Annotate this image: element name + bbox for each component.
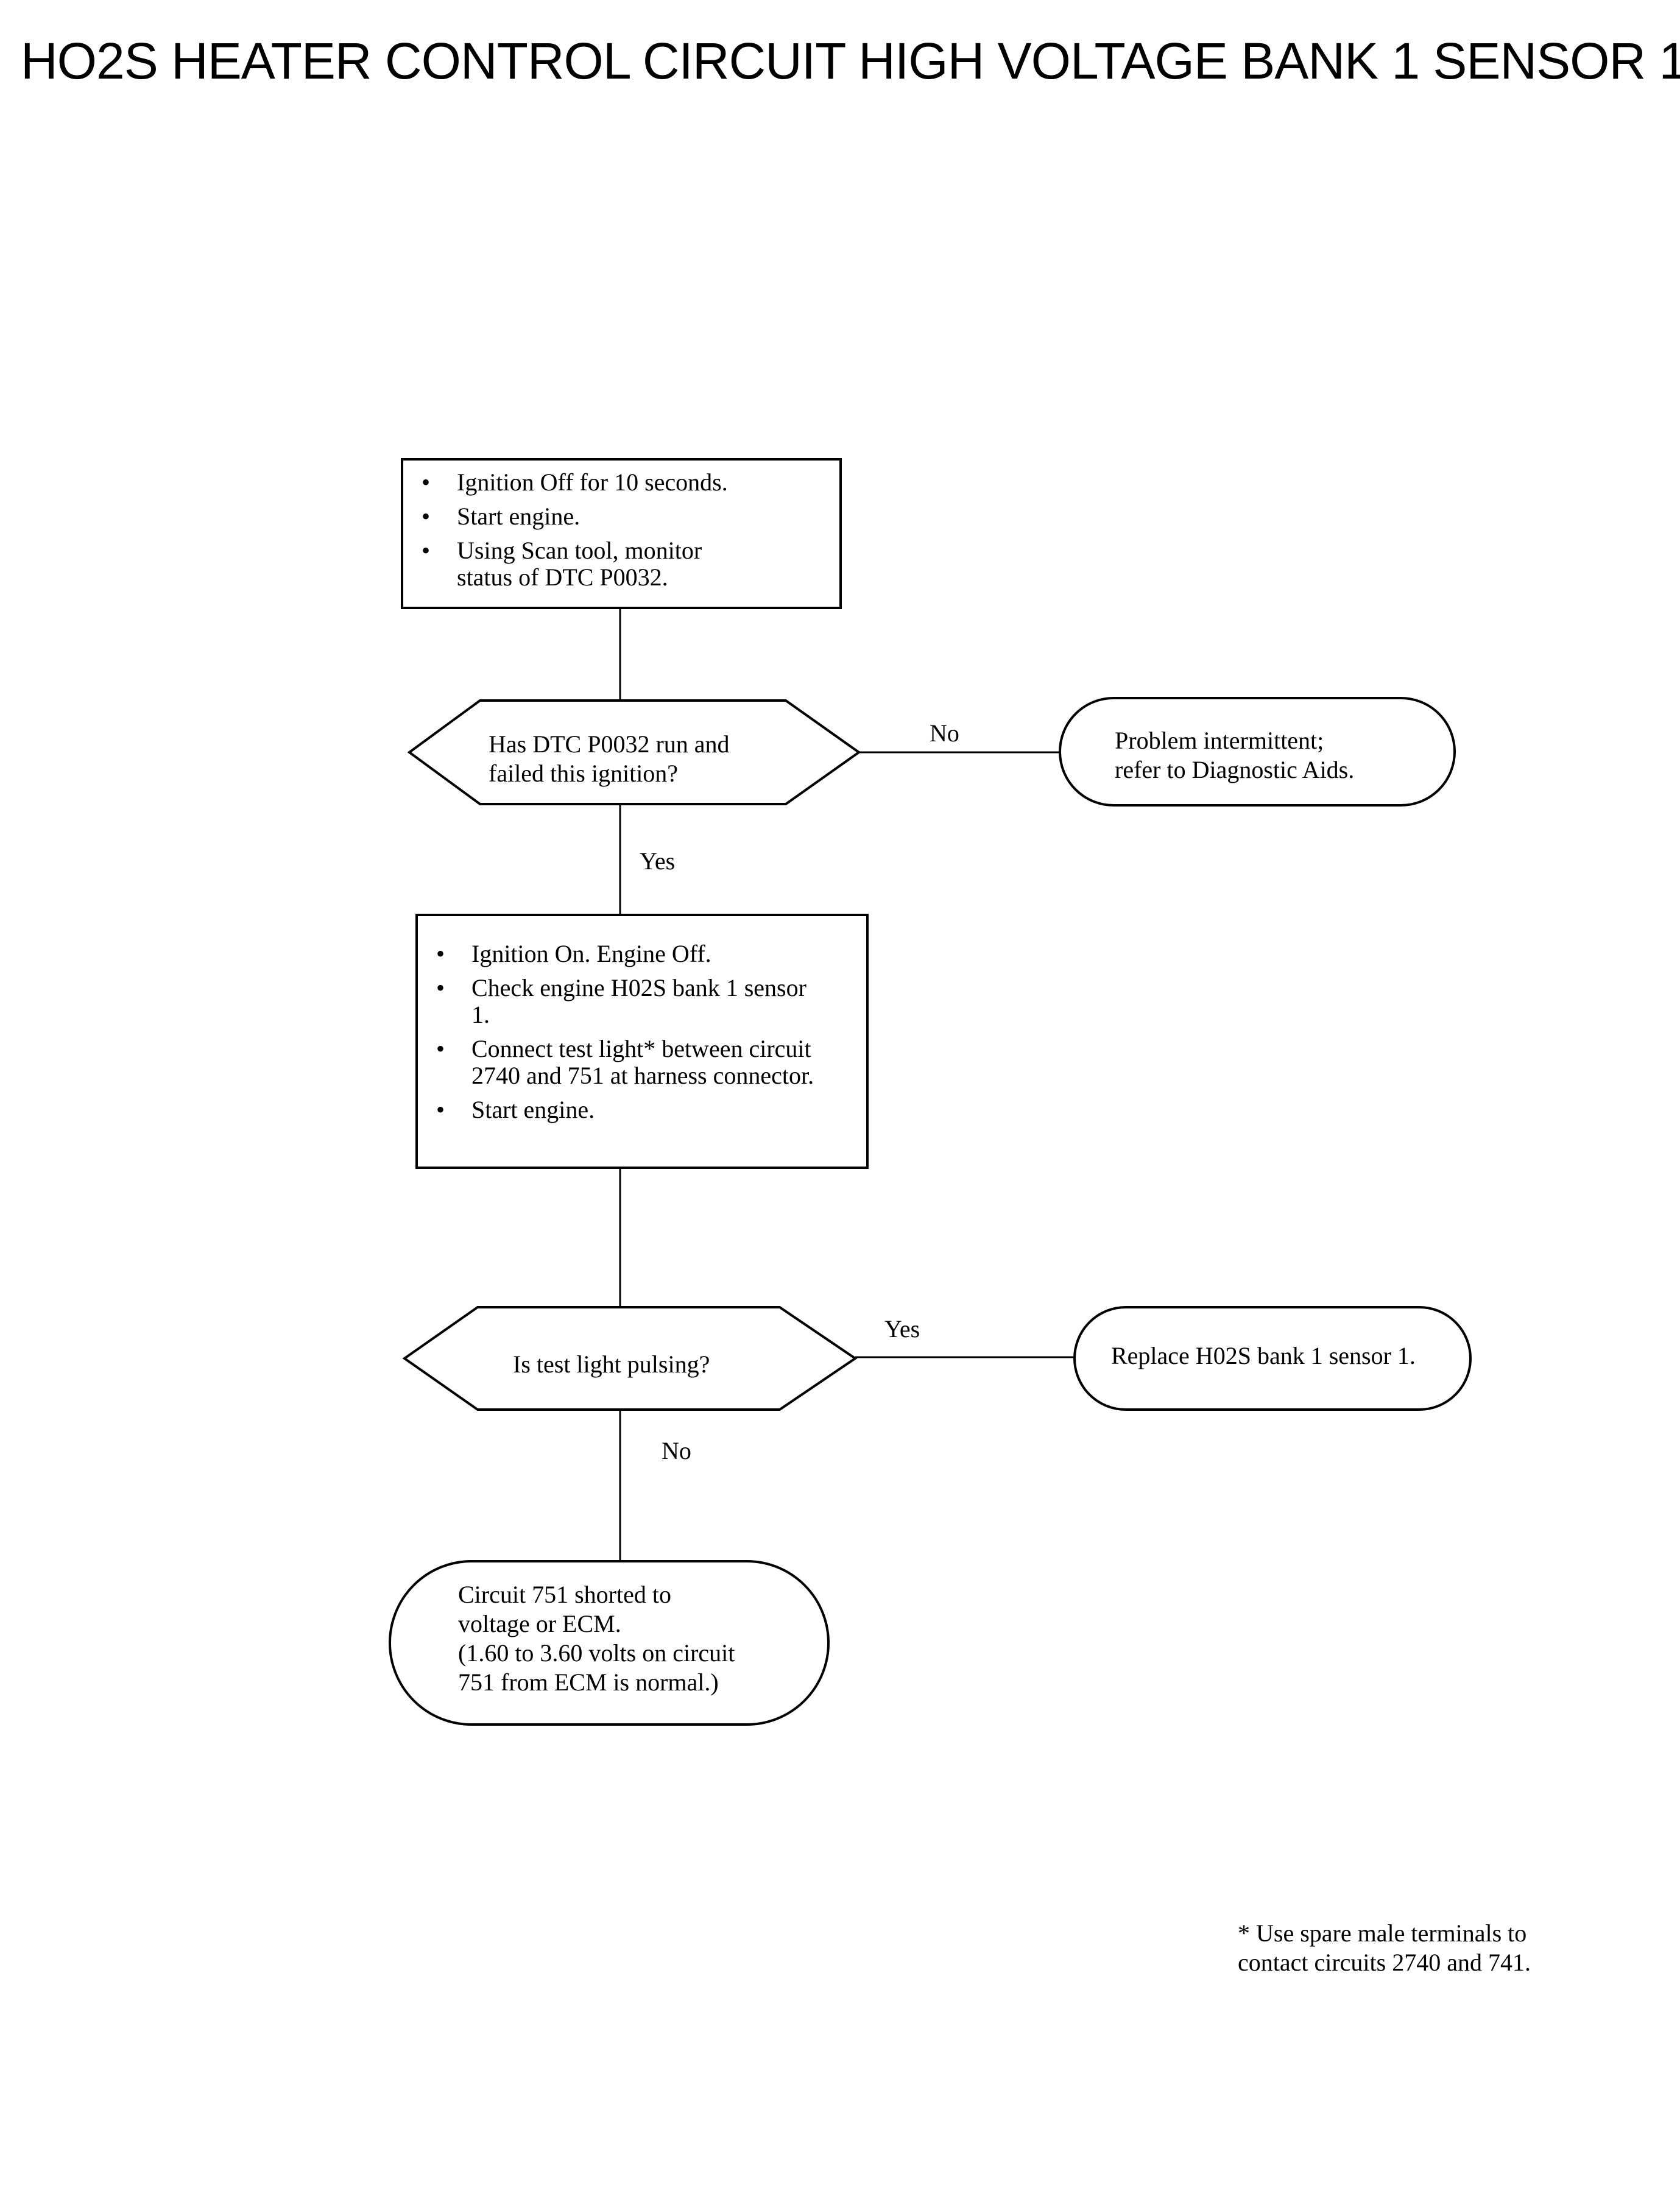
step1-content: • Ignition Off for 10 seconds. • Start e… — [402, 469, 841, 598]
step2-item-text: Ignition On. Engine Off. — [471, 940, 711, 967]
bullet-icon: • — [422, 468, 431, 496]
step2-item: • Ignition On. Engine Off. — [417, 941, 813, 967]
result1-terminator — [1059, 697, 1456, 807]
step2-item: • Check engine H02S bank 1 sensor 1. — [417, 975, 813, 1028]
bullet-icon: • — [422, 503, 431, 530]
result3-text-line2: voltage or ECM. — [458, 1610, 621, 1637]
decision1-no-label: No — [930, 719, 959, 747]
bullet-icon: • — [422, 537, 431, 564]
result2-text: Replace H02S bank 1 sensor 1. — [1111, 1342, 1416, 1369]
decision2-no-label: No — [662, 1437, 691, 1464]
step2-item: • Start engine. — [417, 1096, 813, 1123]
bullet-icon: • — [436, 940, 445, 967]
result3-text-line1: Circuit 751 shorted to — [458, 1581, 671, 1608]
step1-item: • Start engine. — [402, 503, 749, 530]
footnote-line1: * Use spare male terminals to — [1238, 1919, 1527, 1947]
step1-bullet-list: • Ignition Off for 10 seconds. • Start e… — [402, 469, 841, 591]
bullet-icon: • — [436, 1035, 445, 1062]
step1-item-text: Using Scan tool, monitor status of DTC P… — [457, 537, 702, 591]
decision1-yes-label: Yes — [640, 847, 676, 875]
step1-box — [401, 458, 842, 609]
result1-text-line1: Problem intermittent; — [1115, 727, 1324, 754]
decision2-text: Is test light pulsing? — [513, 1350, 710, 1378]
step1-item-text: Start engine. — [457, 503, 581, 530]
decision1-text-line2: failed this ignition? — [489, 760, 679, 787]
step2-item-text: Connect test light* between circuit 2740… — [471, 1035, 814, 1089]
result3-text-line4: 751 from ECM is normal.) — [458, 1668, 719, 1696]
page-title: HO2S HEATER CONTROL CIRCUIT HIGH VOLTAGE… — [21, 32, 1680, 90]
footnote-line2: contact circuits 2740 and 741. — [1238, 1949, 1531, 1976]
step2-item-text: Start engine. — [471, 1096, 595, 1123]
bullet-icon: • — [436, 1096, 445, 1123]
step1-item: • Ignition Off for 10 seconds. — [402, 469, 749, 496]
result3-terminator — [389, 1560, 830, 1726]
step2-item-text: Check engine H02S bank 1 sensor 1. — [471, 974, 806, 1028]
decision2-hexagon — [402, 1306, 858, 1411]
step1-item: • Using Scan tool, monitor status of DTC… — [402, 537, 719, 591]
step2-item: • Connect test light* between circuit 27… — [417, 1036, 837, 1089]
step2-box — [415, 914, 869, 1169]
result1-text-line2: refer to Diagnostic Aids. — [1115, 756, 1355, 783]
result2-terminator — [1073, 1306, 1472, 1411]
result3-text-line3: (1.60 to 3.60 volts on circuit — [458, 1639, 735, 1667]
step1-item-text: Ignition Off for 10 seconds. — [457, 468, 728, 496]
step2-content: • Ignition On. Engine Off. • Check engin… — [417, 941, 867, 1131]
step2-bullet-list: • Ignition On. Engine Off. • Check engin… — [417, 941, 867, 1123]
decision1-hexagon — [407, 699, 861, 805]
decision1-text-line1: Has DTC P0032 run and — [489, 730, 730, 758]
bullet-icon: • — [436, 974, 445, 1001]
decision2-yes-label: Yes — [884, 1315, 920, 1343]
